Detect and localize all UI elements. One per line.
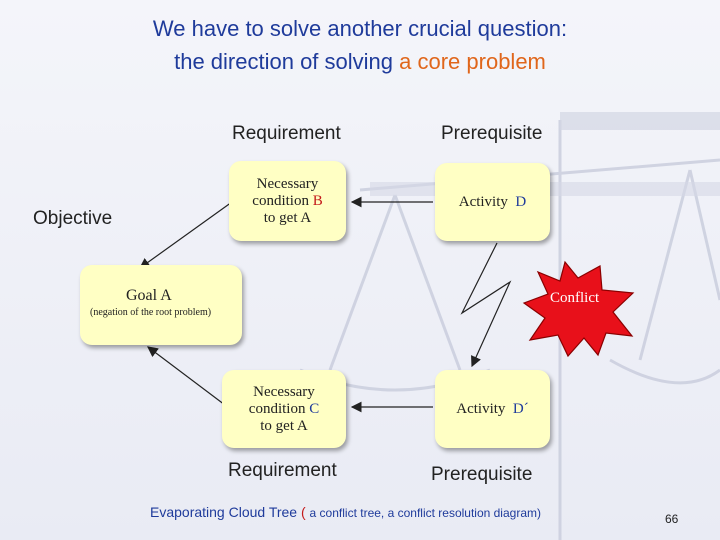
- condition-b-box: Necessary condition B to get A: [229, 161, 346, 241]
- conflict-burst: [522, 260, 635, 358]
- goal-box: Goal A (negation of the root problem): [80, 265, 242, 345]
- activity-d2-box: Activity D´: [435, 370, 550, 448]
- footer-main: Evaporating Cloud Tree: [150, 504, 298, 520]
- cond-b-line2: condition B: [252, 193, 322, 210]
- activity-d2-text: Activity: [456, 400, 506, 417]
- conflict-label: Conflict: [550, 290, 600, 306]
- cond-b-line3: to get A: [263, 209, 312, 226]
- condition-c-box: Necessary condition C to get A: [222, 370, 346, 448]
- activity-d-box: Activity D: [435, 163, 550, 241]
- activity-d-letter: D: [515, 193, 527, 210]
- goal-label: Goal A: [126, 287, 172, 304]
- requirement-label-bottom: Requirement: [228, 460, 337, 481]
- arrow-c-to-goal: [147, 346, 226, 406]
- footer-caption: Evaporating Cloud Tree ( a conflict tree…: [150, 504, 541, 520]
- page-number: 66: [665, 512, 679, 526]
- activity-d-text: Activity: [458, 193, 508, 210]
- objective-label: Objective: [33, 208, 113, 229]
- cond-c-line1: Necessary: [253, 383, 315, 400]
- arrow-b-to-goal: [139, 201, 233, 269]
- prerequisite-label-bottom: Prerequisite: [431, 464, 533, 485]
- title-accent: a core problem: [399, 49, 546, 74]
- cond-c-word: condition: [248, 400, 306, 417]
- cond-b-line1: Necessary: [256, 175, 319, 192]
- cond-c-letter: C: [309, 400, 320, 417]
- cond-c-line2: condition C: [249, 401, 319, 418]
- cond-c-line3: to get A: [260, 417, 308, 434]
- conflict-zigzag: [460, 242, 512, 368]
- slide-title-line1: We have to solve another crucial questio…: [152, 16, 568, 41]
- goal-sublabel: (negation of the root problem): [90, 307, 212, 318]
- footer-detail: a conflict tree, a conflict resolution d…: [309, 506, 541, 520]
- slide-title-line2: the direction of solving a core problem: [0, 47, 720, 77]
- requirement-label-top: Requirement: [232, 123, 341, 144]
- cond-b-letter: B: [312, 192, 323, 209]
- footer-paren: (: [300, 504, 306, 520]
- activity-d2-letter: D´: [512, 400, 529, 417]
- title-plain: the direction of solving: [174, 49, 394, 74]
- prerequisite-label-top: Prerequisite: [441, 123, 543, 144]
- cond-b-word: condition: [252, 192, 309, 209]
